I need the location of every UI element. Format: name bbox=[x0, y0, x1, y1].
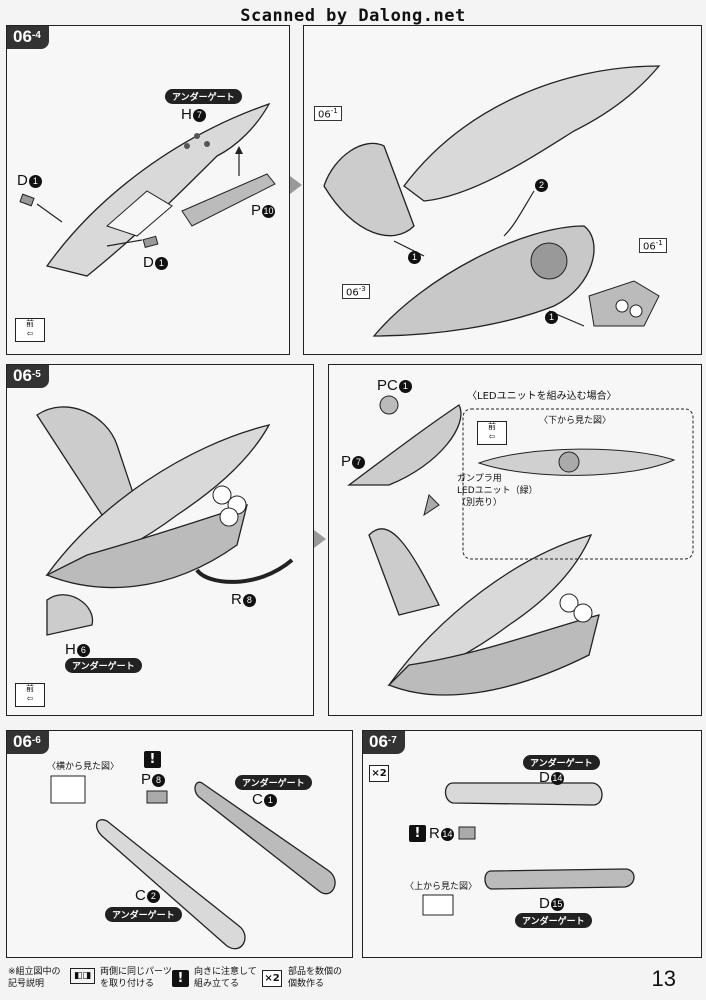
led-assembly-diagram bbox=[347, 395, 694, 696]
front-direction-icon: 前⇦ bbox=[477, 421, 507, 445]
under-gate-label: アンダーゲート bbox=[523, 755, 600, 770]
step-reference: 06-1 bbox=[314, 106, 342, 122]
legend-symmetric-text: 両側に同じパーツを取り付ける bbox=[100, 967, 172, 989]
order-marker: 1 bbox=[544, 308, 558, 325]
step-label: 06-5 bbox=[7, 365, 49, 388]
body-assembly-diagram bbox=[36, 406, 294, 636]
under-gate-label: アンダーゲート bbox=[235, 775, 312, 790]
watermark: Scanned by Dalong.net bbox=[240, 6, 466, 26]
step-reference: 06-3 bbox=[342, 284, 370, 300]
front-direction-icon: 前⇦ bbox=[15, 318, 45, 342]
panel-step-06-4-result: 06-1 06-3 06-1 1 2 1 bbox=[303, 25, 702, 355]
nose-assembly-diagram bbox=[323, 65, 661, 337]
legend-symmetric-icon: ◧◨ bbox=[70, 968, 96, 984]
legend-title: ※組立図中の記号説明 bbox=[8, 967, 61, 989]
wing-diagram bbox=[19, 102, 276, 277]
symbol-legend: ※組立図中の記号説明 ◧◨ 両側に同じパーツを取り付ける ! 向きに注意して組み… bbox=[0, 962, 706, 1000]
top-view-caption: 〈上から見た図〉 bbox=[405, 882, 478, 892]
legend-quantity-icon: ×2 bbox=[262, 970, 282, 987]
side-view-caption: 〈横から見た図〉 bbox=[47, 762, 120, 772]
led-option-title: 〈LEDユニットを組み込む場合〉 bbox=[467, 391, 617, 402]
led-unit-note: ガンプラ用 LEDユニット（緑） （別売り） bbox=[457, 474, 538, 508]
bottom-view-caption: 〈下から見た図〉 bbox=[539, 416, 612, 426]
leg-part-diagram bbox=[50, 775, 336, 950]
next-arrow-icon bbox=[314, 530, 326, 548]
legend-quantity-text: 部品を数個の個数作る bbox=[288, 967, 343, 989]
under-gate-label: アンダーゲート bbox=[65, 658, 142, 673]
under-gate-label: アンダーゲート bbox=[105, 907, 182, 922]
under-gate-label: アンダーゲート bbox=[165, 89, 242, 104]
under-gate-label: アンダーゲート bbox=[515, 913, 592, 928]
step-label: 06-6 bbox=[7, 731, 49, 754]
leg-part-diagram bbox=[422, 782, 635, 916]
orientation-warning-icon: ! bbox=[144, 751, 161, 768]
legend-warning-icon: ! bbox=[172, 970, 189, 987]
legend-orientation-text: 向きに注意して組み立てる bbox=[194, 967, 257, 989]
step-reference: 06-1 bbox=[639, 238, 667, 254]
make-two-icon: ×2 bbox=[369, 765, 389, 782]
order-marker: 2 bbox=[534, 176, 548, 193]
page-number: 13 bbox=[651, 966, 676, 991]
step-label: 06-7 bbox=[363, 731, 405, 754]
step-label: 06-4 bbox=[7, 26, 49, 49]
order-marker: 1 bbox=[407, 248, 421, 265]
orientation-warning-icon: ! bbox=[409, 825, 426, 842]
next-arrow-icon bbox=[290, 176, 302, 194]
front-direction-icon: 前⇦ bbox=[15, 683, 45, 707]
